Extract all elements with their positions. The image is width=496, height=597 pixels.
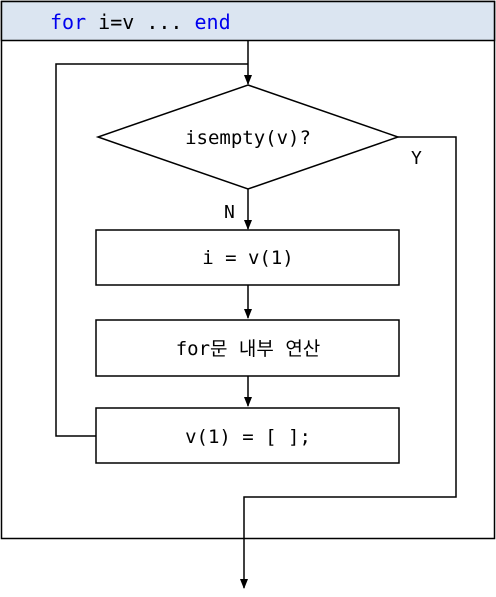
loop-back-line bbox=[55, 63, 248, 437]
decision-label: isempty(v)? bbox=[185, 127, 311, 149]
body-label: for문 내부 연산 bbox=[176, 338, 321, 360]
body-box bbox=[95, 319, 400, 377]
header-expression: i=v ... bbox=[86, 10, 194, 34]
assign-label: i = v(1) bbox=[202, 247, 294, 269]
header-bar bbox=[0, 0, 496, 42]
yes-branch-line bbox=[240, 136, 457, 589]
remove-label: v(1) = [ ]; bbox=[185, 426, 311, 448]
remove-box bbox=[95, 407, 400, 464]
yes-label: Y bbox=[411, 148, 422, 169]
header-keyword-for: for bbox=[50, 10, 86, 34]
no-label: N bbox=[224, 202, 235, 223]
header-keyword-end: end bbox=[195, 10, 231, 34]
assign-box bbox=[95, 229, 400, 286]
header-code: for i=v ... end bbox=[50, 10, 231, 34]
